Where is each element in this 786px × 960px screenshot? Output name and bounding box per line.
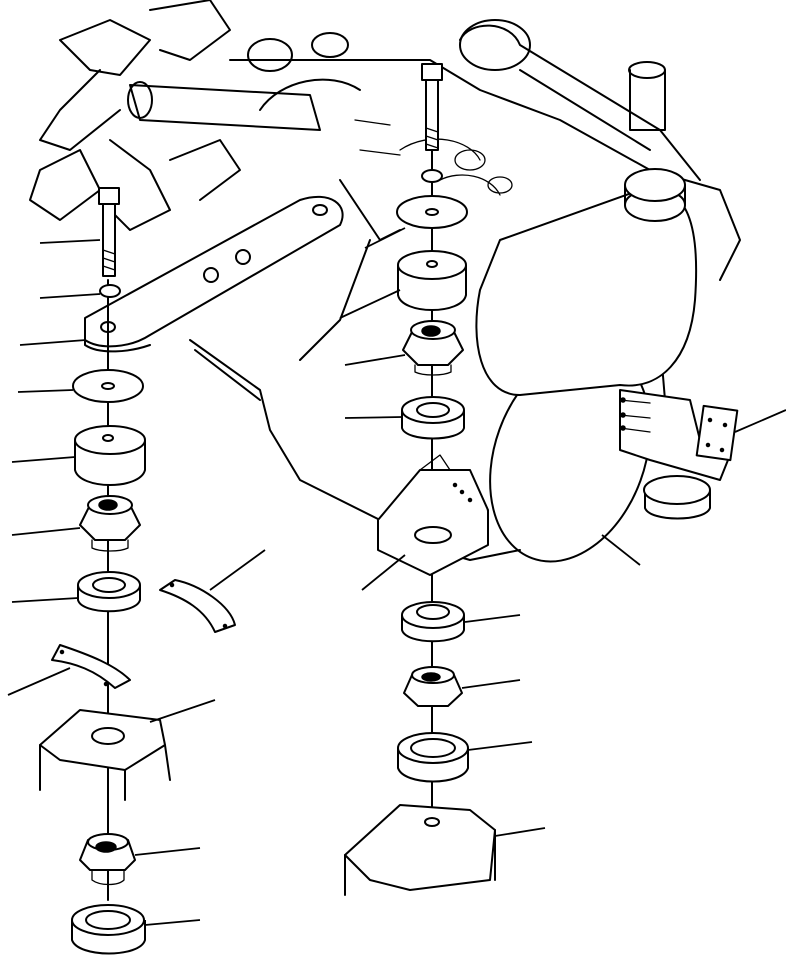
callout-leader — [209, 549, 266, 591]
left-shim-plate-b — [51, 644, 131, 689]
center-frame-bracket — [344, 804, 496, 896]
center-bottom-spacer-ring — [397, 732, 469, 783]
center-upper-cushion — [397, 250, 467, 311]
callout-leader — [364, 227, 406, 249]
callout-leader — [7, 667, 71, 696]
callout-leader — [149, 699, 216, 723]
left-shim-plate-a — [159, 579, 236, 633]
left-rubber-mount — [79, 495, 141, 552]
callout-leader — [19, 339, 87, 346]
callout-leader — [601, 534, 641, 566]
right-side-mount — [619, 389, 739, 520]
callout-leader — [11, 597, 79, 603]
left-bolt — [98, 187, 120, 277]
center-bolt — [421, 63, 443, 151]
left-mount-bracket-arm — [84, 195, 344, 353]
callout-leader — [494, 827, 546, 837]
callout-leader — [11, 456, 76, 463]
callout-leaders — [7, 227, 786, 926]
left-lower-rubber-mount — [79, 833, 136, 886]
center-column-mount-stack — [344, 63, 496, 896]
left-spacer-ring — [77, 571, 141, 613]
center-lower-spacer-ring — [401, 601, 465, 643]
callout-leader — [467, 741, 533, 751]
callout-leader — [39, 239, 101, 244]
callout-leader — [11, 527, 81, 536]
center-lock-washer — [421, 169, 443, 183]
engine-body-outline — [29, 0, 741, 563]
left-lock-washer — [99, 284, 121, 298]
callout-leader — [464, 614, 521, 623]
callout-leader — [344, 416, 403, 419]
left-lower-spacer-ring — [71, 904, 146, 955]
center-engine-bracket — [377, 454, 489, 576]
callout-leader — [461, 679, 521, 689]
callout-leader — [39, 293, 101, 299]
callout-leader — [734, 409, 786, 433]
center-spacer-ring — [401, 396, 465, 440]
left-upper-cushion — [74, 425, 146, 486]
callout-leader — [17, 389, 74, 393]
callout-leader — [134, 847, 201, 856]
callout-leader — [344, 354, 406, 366]
center-rubber-mount — [402, 320, 464, 376]
left-frame-bracket — [39, 709, 171, 801]
callout-leader — [339, 289, 401, 319]
center-lower-rubber-mount — [403, 666, 463, 707]
callout-leader — [144, 919, 201, 926]
left-column-mount-stack — [39, 187, 236, 955]
callout-leader — [361, 554, 406, 591]
